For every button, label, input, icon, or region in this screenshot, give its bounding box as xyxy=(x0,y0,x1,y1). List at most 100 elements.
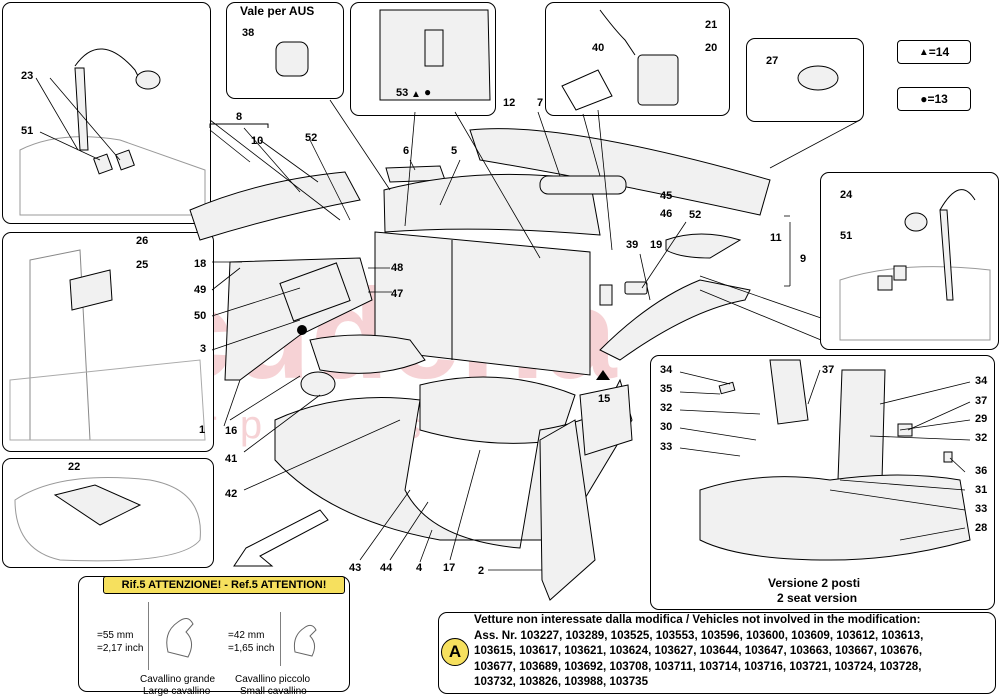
callout-15: 15 xyxy=(598,393,611,405)
small-label-en: Small cavallino xyxy=(240,686,307,697)
part-backrest xyxy=(374,231,591,376)
callout-7: 7 xyxy=(537,97,544,109)
aus-title: Vale per AUS xyxy=(240,4,315,18)
triangle-icon: ▲ xyxy=(918,46,929,58)
part-11 xyxy=(665,233,742,259)
callout-24: 24 xyxy=(840,189,853,201)
part-12 xyxy=(469,128,771,216)
callout-17: 17 xyxy=(443,562,456,574)
callout-40: 40 xyxy=(592,42,605,54)
callout-51: 51 xyxy=(21,125,34,137)
large-label-it: Cavallino grande xyxy=(140,674,216,685)
large-size-in: =2,17 inch xyxy=(97,643,144,654)
large-size-mm: =55 mm xyxy=(97,630,134,641)
callout-51: 51 xyxy=(840,230,853,242)
callout-20: 20 xyxy=(705,42,718,54)
cavallino-small-icon xyxy=(279,612,330,666)
callout-27: 27 xyxy=(766,55,779,67)
callout-37: 37 xyxy=(822,364,835,376)
callout-46: 46 xyxy=(660,208,673,220)
callout-2: 2 xyxy=(478,565,485,577)
part-2 xyxy=(539,419,596,601)
dot-icon: ● xyxy=(920,92,928,106)
callout-39: 39 xyxy=(626,239,639,251)
part-9 xyxy=(599,279,751,361)
legend-triangle-value: =14 xyxy=(928,45,950,59)
legend-dot: ●=13 xyxy=(897,87,971,111)
callout-32: 32 xyxy=(660,402,673,414)
callout-33: 33 xyxy=(660,441,673,453)
version-subtitle: 2 seat version xyxy=(777,591,858,605)
callout-21: 21 xyxy=(705,19,718,31)
part-10 xyxy=(189,171,361,241)
callout-52: 52 xyxy=(689,209,702,221)
callout-41: 41 xyxy=(225,453,238,465)
callout-26: 26 xyxy=(136,235,149,247)
callout-5: 5 xyxy=(451,145,458,157)
callout-38: 38 xyxy=(242,27,255,39)
callout-37: 37 xyxy=(975,395,988,407)
callout-25: 25 xyxy=(136,259,149,271)
callout-30: 30 xyxy=(660,421,673,433)
callout-52: 52 xyxy=(305,132,318,144)
part-27 xyxy=(797,65,839,91)
modification-badge: A xyxy=(441,638,469,666)
callout-16: 16 xyxy=(225,425,238,437)
attention-header: Rif.5 ATTENZIONE! - Ref.5 ATTENTION! xyxy=(103,576,345,594)
callout-6: 6 xyxy=(403,145,410,157)
callout-53: 53 xyxy=(396,87,409,99)
callout-45: 45 xyxy=(660,190,673,202)
panel-vehicles xyxy=(438,612,996,694)
vehicles-line: Ass. Nr. 103227, 103289, 103525, 103553,… xyxy=(474,628,924,642)
vehicles-line: 103677, 103689, 103692, 103708, 103711, … xyxy=(474,659,922,673)
callout-3: 3 xyxy=(200,343,207,355)
callout-49: 49 xyxy=(194,284,207,296)
panel-attention xyxy=(78,576,350,692)
callout-8: 8 xyxy=(236,111,243,123)
callout-1: 1 xyxy=(199,424,206,436)
large-label-en: Large cavallino xyxy=(143,686,211,697)
callout-33: 33 xyxy=(975,503,988,515)
panel-seatbelt-right xyxy=(820,172,999,350)
callout-28: 28 xyxy=(975,522,988,534)
callout-29: 29 xyxy=(975,413,988,425)
seatbelt-strap-left xyxy=(74,67,89,151)
callout-4: 4 xyxy=(416,562,423,574)
triangle-icon: ▲ xyxy=(411,89,421,100)
small-size-mm: =42 mm xyxy=(228,630,265,641)
callout-10: 10 xyxy=(251,135,264,147)
direction-arrow-icon xyxy=(233,509,329,567)
callout-50: 50 xyxy=(194,310,207,322)
vehicles-line: 103615, 103617, 103621, 103624, 103627, … xyxy=(474,644,923,658)
vehicles-line: 103732, 103826, 103988, 103735 xyxy=(474,675,649,689)
part-15 xyxy=(419,376,576,444)
callout-31: 31 xyxy=(975,484,988,496)
callout-23: 23 xyxy=(21,70,34,82)
callout-11: 11 xyxy=(770,232,782,244)
part-28 xyxy=(699,474,971,561)
version-title: Versione 2 posti xyxy=(768,576,861,590)
part-7 xyxy=(539,175,627,195)
callout-42: 42 xyxy=(225,488,238,500)
cavallino-large-icon xyxy=(147,602,208,670)
callout-47: 47 xyxy=(391,288,404,300)
dot-marker xyxy=(297,325,307,335)
callout-36: 36 xyxy=(975,465,988,477)
dot-icon: ● xyxy=(424,85,432,99)
arrow-icon xyxy=(561,69,613,111)
small-size-in: =1,65 inch xyxy=(228,643,275,654)
callout-43: 43 xyxy=(349,562,362,574)
legend-dot-value: =13 xyxy=(927,92,948,106)
panel-side-trim xyxy=(2,232,214,452)
callout-35: 35 xyxy=(660,383,673,395)
callout-22: 22 xyxy=(68,461,81,473)
part-38 xyxy=(275,41,309,77)
callout-48: 48 xyxy=(391,262,404,274)
vehicles-heading: Vetture non interessate dalla modifica /… xyxy=(474,613,921,626)
callout-12: 12 xyxy=(503,97,516,109)
callout-32: 32 xyxy=(975,432,988,444)
callout-34: 34 xyxy=(975,375,988,387)
panel-seatbelt-left xyxy=(2,2,211,224)
part-20 xyxy=(637,54,679,106)
